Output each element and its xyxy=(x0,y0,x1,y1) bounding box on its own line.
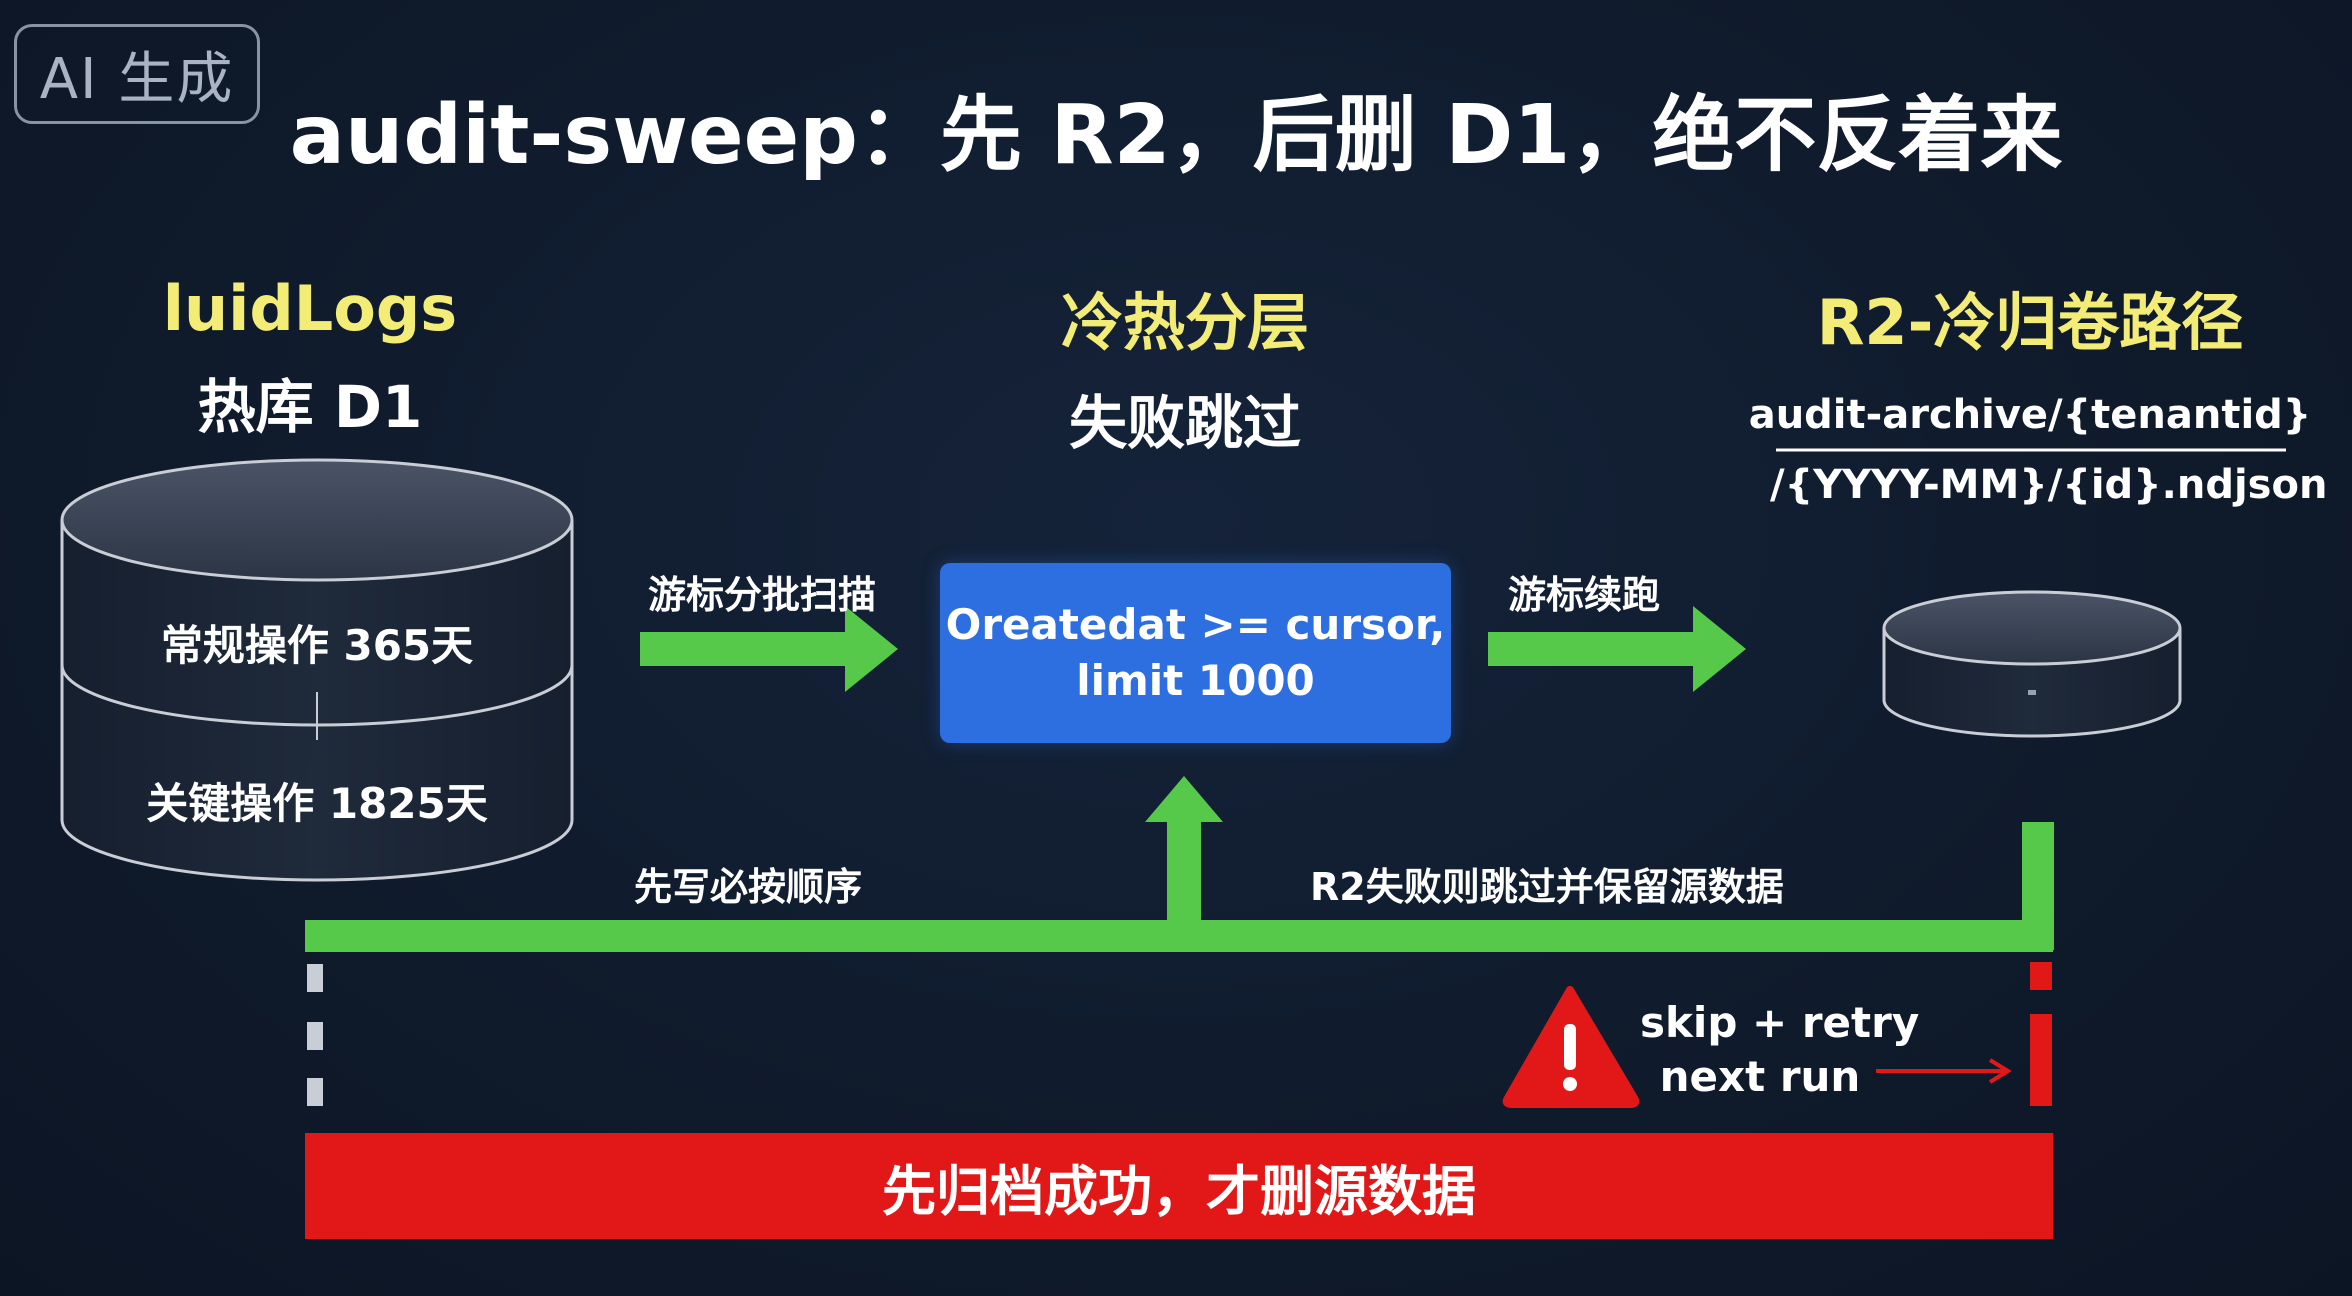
query-box: Oreatedat >= cursor, limit 1000 xyxy=(940,563,1451,743)
skip-label: R2失败则跳过并保留源数据 xyxy=(1310,865,1784,909)
scan-arrow xyxy=(640,606,898,692)
order-label: 先写必按顺序 xyxy=(634,865,863,909)
right-red-dashed-line xyxy=(2030,962,2052,1106)
bottom-rule-text: 先归档成功，才删源数据 xyxy=(882,1159,1476,1223)
archive-path-line-2: /{YYYY-MM}/{id}.ndjson xyxy=(1770,462,2328,508)
page-title: audit-sweep：先 R2，后删 D1，绝不反着来 xyxy=(289,88,2063,183)
resume-arrow xyxy=(1488,606,1746,692)
tier-regular-label: 常规操作 365天 xyxy=(160,621,474,670)
d1-database-icon xyxy=(60,458,574,882)
left-dashed-line xyxy=(307,964,323,1106)
right-heading: R2-冷归卷路径 xyxy=(1816,286,2244,359)
warning-text: skip + retry next run xyxy=(1640,996,1920,1104)
source-name: luidLogs xyxy=(162,272,458,345)
r2-storage-icon xyxy=(1882,590,2182,738)
middle-subheading: 失败跳过 xyxy=(1068,389,1301,457)
resume-label: 游标续跑 xyxy=(1508,573,1661,617)
source-subtitle: 热库 D1 xyxy=(197,373,423,441)
warning-line-2: next run xyxy=(1659,1052,1861,1101)
order-flow-line xyxy=(305,776,2054,952)
archive-path-line-1: audit-archive/{tenantid} xyxy=(1748,392,2312,438)
middle-heading: 冷热分层 xyxy=(1060,286,1309,359)
warning-icon xyxy=(1502,986,1640,1108)
ai-generated-badge: AI 生成 xyxy=(14,24,260,124)
bottom-rule-bar: 先归档成功，才删源数据 xyxy=(305,1133,2053,1239)
scan-label: 游标分批扫描 xyxy=(648,573,877,617)
query-line-2: limit 1000 xyxy=(1076,656,1315,705)
tier-critical-label: 关键操作 1825天 xyxy=(146,779,488,828)
retry-arrow xyxy=(1876,1058,2012,1084)
query-line-1: Oreatedat >= cursor, xyxy=(945,600,1446,649)
warning-line-1: skip + retry xyxy=(1640,998,1920,1047)
